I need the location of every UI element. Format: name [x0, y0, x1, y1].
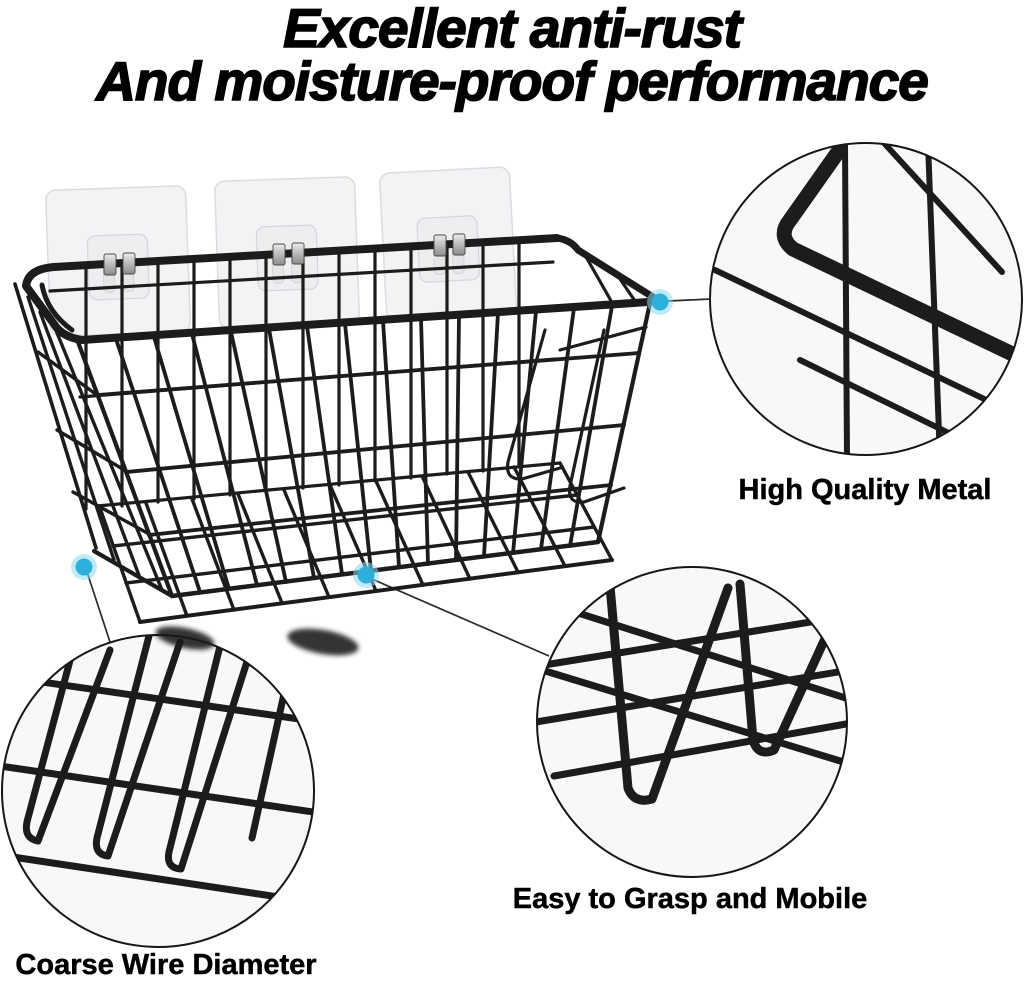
callout-label-high-quality-metal: High Quality Metal: [738, 474, 992, 507]
basket-feet: [155, 626, 359, 656]
callout-label-easy-to-grasp: Easy to Grasp and Mobile: [512, 883, 868, 916]
callout-circle-high-quality-metal: [709, 142, 1023, 456]
callout-connector-lines: [86, 298, 712, 657]
marker-dot-top-right: [647, 289, 673, 315]
headline-line-2: And moisture-proof performance: [95, 50, 929, 112]
headline-line-1: Excellent anti-rust: [282, 0, 742, 59]
basket-rim: [22, 234, 660, 344]
callout-circle-coarse-wire-diameter: [1, 634, 315, 948]
callout-label-coarse-wire-diameter: Coarse Wire Diameter: [15, 949, 317, 982]
marker-dot-bottom-left: [71, 554, 97, 580]
hook-clips: [103, 233, 466, 276]
callout-marker-dots: [71, 289, 673, 588]
basket-bottom-grid: [98, 461, 614, 624]
marker-dot-bottom-middle: [353, 562, 379, 588]
wire-basket: [13, 233, 660, 656]
callout-circle-easy-to-grasp: [536, 566, 848, 878]
headline: Excellent anti-rust And moisture-proof p…: [0, 0, 1024, 112]
basket-front-face: [75, 300, 653, 599]
basket-left-wall: [13, 282, 175, 599]
